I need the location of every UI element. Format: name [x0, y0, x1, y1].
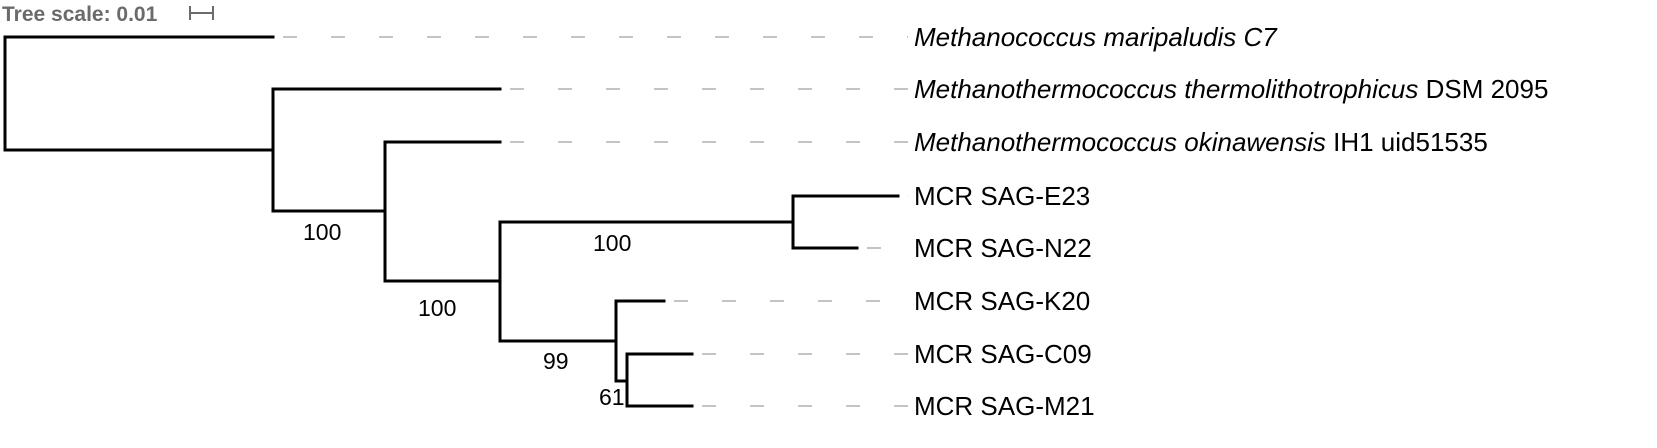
support-value-n1: 100	[303, 219, 341, 245]
leaf-label-part: Methanothermococcus okinawensis	[914, 127, 1326, 157]
leaf-label-part: MCR SAG-K20	[914, 286, 1090, 316]
leaf-label-m21: MCR SAG-M21	[914, 391, 1095, 421]
support-values: 100 100 99 100 61	[303, 219, 631, 410]
leaf-label-part: IH1 uid51535	[1326, 127, 1488, 157]
leaf-labels: Methanococcus maripaludis C7 Methanotherm…	[914, 22, 1548, 421]
leaf-label-moki: Methanothermococcus okinawensis IH1 uid5…	[914, 127, 1488, 157]
tree-scale-label: Tree scale: 0.01	[2, 3, 158, 26]
support-value-n4: 100	[593, 230, 631, 256]
leaf-label-part: MCR SAG-M21	[914, 391, 1095, 421]
leaf-label-part: Methanothermococcus thermolithotrophicus	[914, 74, 1418, 104]
leaf-label-part: Methanococcus maripaludis C7	[914, 22, 1278, 52]
leaf-label-mmar: Methanococcus maripaludis C7	[914, 22, 1278, 52]
leaf-label-part: DSM 2095	[1418, 74, 1548, 104]
leaf-label-c09: MCR SAG-C09	[914, 339, 1092, 369]
leaf-label-e23: MCR SAG-E23	[914, 181, 1090, 211]
leaf-label-mthe: Methanothermococcus thermolithotrophicus…	[914, 74, 1548, 104]
leaf-label-n22: MCR SAG-N22	[914, 233, 1092, 263]
tree-scale: Tree scale: 0.01	[2, 3, 214, 26]
leaf-label-k20: MCR SAG-K20	[914, 286, 1090, 316]
leaf-guide-lines	[283, 36, 908, 407]
tree-branches	[3, 35, 900, 408]
support-value-n3: 99	[543, 348, 569, 374]
support-value-n2: 100	[418, 295, 456, 321]
leaf-label-part: MCR SAG-N22	[914, 233, 1092, 263]
leaf-label-part: MCR SAG-E23	[914, 181, 1090, 211]
support-value-n5: 61	[599, 384, 625, 410]
leaf-label-part: MCR SAG-C09	[914, 339, 1092, 369]
